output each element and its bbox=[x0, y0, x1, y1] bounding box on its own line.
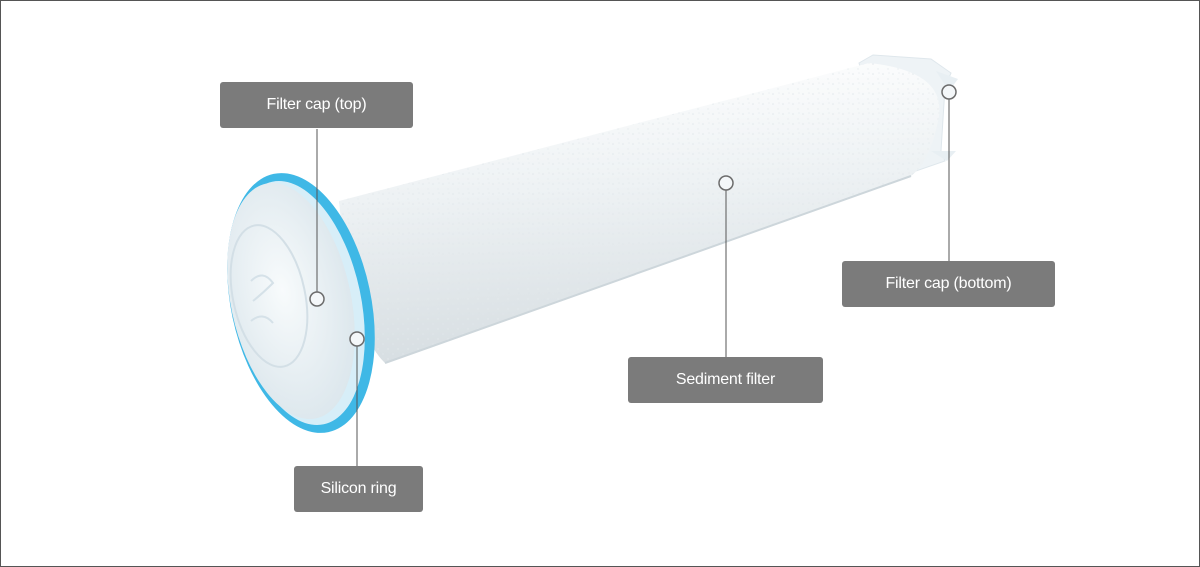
marker-dot-sediment bbox=[718, 175, 734, 191]
marker-dot-cap-top bbox=[309, 291, 325, 307]
sediment-filter-shape bbox=[339, 63, 940, 364]
label-silicon-ring: Silicon ring bbox=[294, 466, 423, 512]
label-filter-cap-bottom: Filter cap (bottom) bbox=[842, 261, 1055, 307]
marker-dot-silicon bbox=[349, 331, 365, 347]
filter-cap-top-shape bbox=[227, 173, 375, 433]
leader-lines bbox=[316, 93, 950, 466]
marker-dot-cap-bottom bbox=[941, 84, 957, 100]
label-filter-cap-top: Filter cap (top) bbox=[220, 82, 413, 128]
label-sediment-filter: Sediment filter bbox=[628, 357, 823, 403]
marker-dots bbox=[309, 84, 957, 347]
